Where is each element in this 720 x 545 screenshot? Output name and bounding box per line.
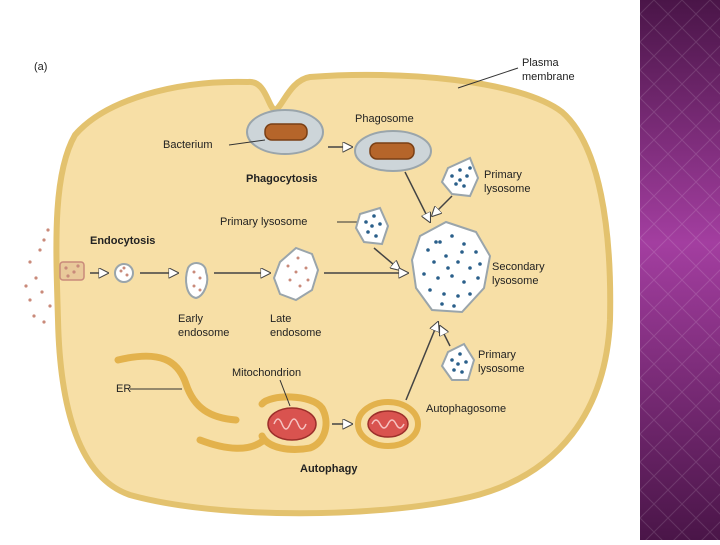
mitochondrion-leader — [279, 379, 291, 407]
early-endosome-label-1: Early — [178, 313, 204, 325]
coated-pit-particles — [64, 264, 80, 278]
early-endosome-label-2: endosome — [178, 327, 229, 339]
early-endosome-particles — [192, 270, 202, 292]
endocytic-vesicle — [114, 263, 134, 283]
autophagy-label: Autophagy — [300, 463, 358, 475]
primary-lysosome-bottom-label-2: lysosome — [478, 363, 524, 375]
late-endosome-particles — [286, 256, 310, 288]
mitochondrion — [267, 407, 317, 441]
primary-lysosome-top-dots — [450, 166, 472, 188]
primary-lysosome-bottom — [440, 342, 476, 381]
arrow-lysosome-mid — [373, 247, 400, 270]
late-endosome — [272, 246, 320, 302]
arrow-lysosome-bottom — [440, 326, 451, 347]
primary-lysosome-top-label-1: Primary — [484, 169, 522, 181]
primary-lysosome-bottom-dots — [450, 352, 468, 374]
phagocytosis-label: Phagocytosis — [246, 173, 318, 185]
early-endosome — [185, 262, 209, 300]
er-membrane-lower — [196, 436, 268, 452]
secondary-lysosome-dots — [422, 234, 482, 308]
plasma-membrane-leader — [457, 67, 519, 89]
arrow-phagosome-to-secondary — [404, 171, 430, 222]
primary-lysosome-mid-label: Primary lysosome — [220, 216, 307, 228]
secondary-lysosome-label-1: Secondary — [492, 261, 545, 273]
cell-diagram: (a) Plasma membrane Bacterium Phagosome … — [24, 57, 614, 517]
endocytosis-label: Endocytosis — [90, 235, 155, 247]
autophagosome-cristae — [371, 419, 405, 429]
primary-lysosome-top-label-2: lysosome — [484, 183, 530, 195]
panel-label: (a) — [34, 61, 47, 73]
extracellular-particles — [24, 228, 52, 324]
er-label: ER — [116, 383, 131, 395]
endocytic-vesicle-particles — [119, 266, 129, 277]
mitochondrion-cristae — [273, 418, 307, 430]
bacterium-label: Bacterium — [163, 139, 213, 151]
plasma-membrane-label-2: membrane — [522, 71, 575, 83]
side-panel-pattern — [640, 0, 720, 540]
coated-pit — [59, 261, 85, 281]
phagosome-label: Phagosome — [355, 113, 414, 125]
plasma-membrane-label-1: Plasma — [522, 57, 560, 69]
er-membrane — [114, 352, 240, 424]
mitochondrion-label: Mitochondrion — [232, 367, 301, 379]
decorative-side-panel — [640, 0, 720, 540]
secondary-lysosome-label-2: lysosome — [492, 275, 538, 287]
arrow-autophagosome-to-secondary — [405, 322, 438, 401]
plasma-membrane — [53, 71, 614, 517]
primary-lysosome-mid-dots — [364, 214, 382, 238]
isolation-membrane — [258, 393, 330, 453]
primary-lysosome-bottom-label-1: Primary — [478, 349, 516, 361]
bacterium — [264, 123, 308, 141]
bacterium-leader — [228, 139, 266, 146]
late-endosome-label-1: Late — [270, 313, 291, 325]
slide: (a) Plasma membrane Bacterium Phagosome … — [24, 57, 614, 517]
arrow-lysosome-top — [432, 195, 453, 216]
autophagosome-label: Autophagosome — [426, 403, 506, 415]
phagosome-bacterium — [369, 142, 415, 160]
late-endosome-label-2: endosome — [270, 327, 321, 339]
